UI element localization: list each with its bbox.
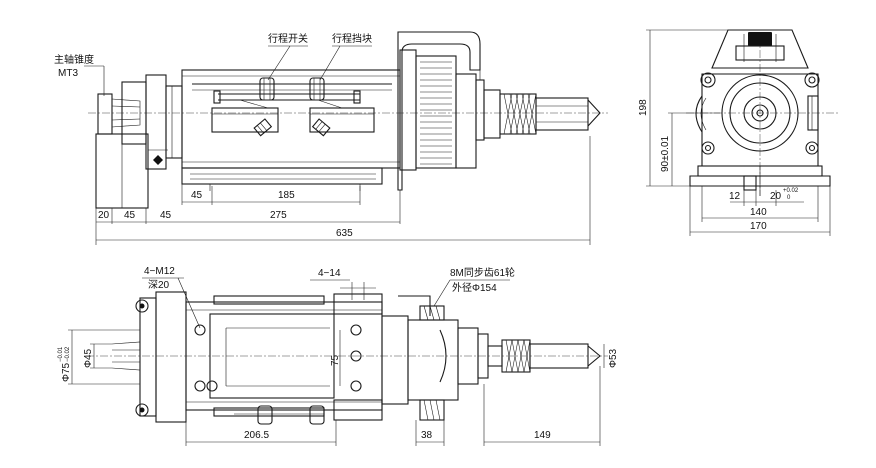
side-view: 198 90±0.01 12 20 +0.02 0 140 170 (638, 29, 840, 236)
dim-75-tol-lower: −0.02 (65, 346, 71, 362)
label-spindle-taper: 主轴锥度 (54, 53, 94, 66)
dim-635: 635 (336, 228, 353, 239)
dim-20-side: 20 (770, 191, 782, 202)
dim-198: 198 (638, 99, 649, 116)
dim-90: 90±0.01 (660, 135, 671, 172)
label-travel-stop: 行程挡块 (332, 32, 372, 45)
knurl (503, 93, 537, 135)
dim-20: 20 (98, 210, 110, 221)
label-travel-switch: 行程开关 (268, 32, 308, 45)
dim-20-tol-upper: +0.02 (783, 188, 799, 194)
dim-53-dia: Φ53 (608, 348, 619, 368)
dim-149: 149 (534, 430, 551, 441)
dim-45-dia: Φ45 (83, 348, 94, 368)
front-view: 主轴锥度 MT3 行程开关 行程挡块 45 185 20 45 45 275 6… (54, 31, 608, 245)
label-pulley: 8M同步齿61轮 (450, 266, 515, 279)
dim-140: 140 (750, 207, 767, 218)
dim-206-5: 206.5 (244, 430, 269, 441)
dim-170: 170 (750, 221, 767, 232)
dim-12: 12 (729, 191, 741, 202)
dim-75: 75 (330, 354, 341, 366)
dim-75-dia: Φ75 (61, 362, 72, 382)
dim-75-tol-upper: −0.01 (58, 346, 64, 362)
label-thread-depth: 深20 (148, 279, 170, 291)
dim-45-top: 45 (191, 190, 203, 201)
dim-275: 275 (270, 210, 287, 221)
label-thread: 4−M12 (144, 266, 175, 277)
dim-20-tol-lower: 0 (787, 195, 791, 201)
dim-45-a: 45 (124, 210, 136, 221)
top-view: 4−M12 深20 4−14 8M同步齿61轮 外径Φ154 Φ75 −0.01… (58, 266, 619, 446)
label-pulley-od: 外径Φ154 (452, 281, 497, 294)
dim-45-b: 45 (160, 210, 172, 221)
label-spindle-taper-value: MT3 (58, 68, 78, 79)
label-holes: 4−14 (318, 268, 341, 279)
dim-185: 185 (278, 190, 295, 201)
gear-teeth (420, 61, 452, 165)
knurl-top (505, 339, 531, 373)
dim-38: 38 (421, 430, 433, 441)
